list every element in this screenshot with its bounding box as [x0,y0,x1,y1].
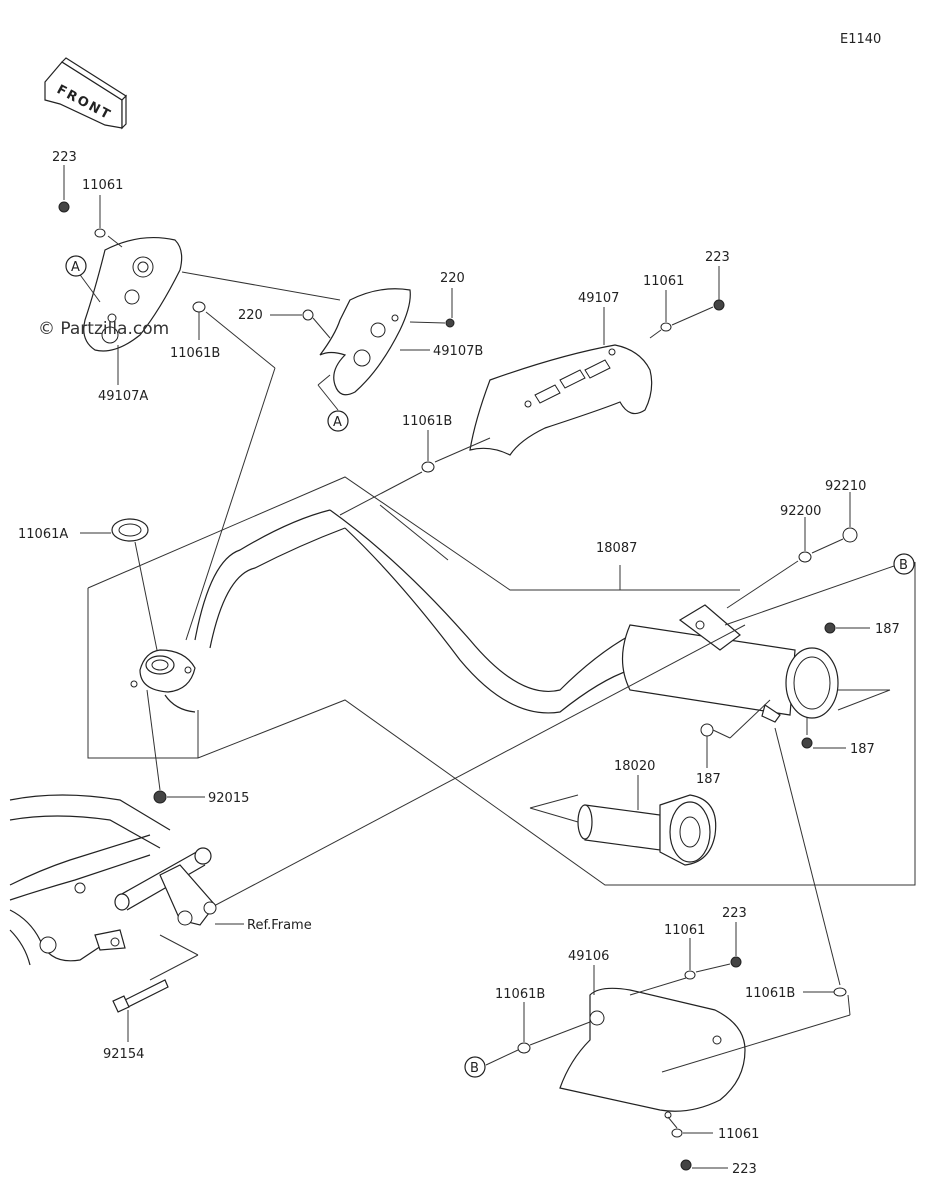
label-223-top: 223 [52,150,77,165]
callout-a-left: A [65,255,87,277]
front-arrow-icon: FRONT [44,57,127,130]
part-223-bolt-top [58,201,70,213]
label-11061B-low: 11061B [495,987,545,1002]
part-220-screw-top [445,318,455,328]
label-92015: 92015 [208,791,249,806]
part-11061B-washer-low [517,1042,531,1054]
label-18087: 18087 [596,541,637,556]
callout-b-bottom: B [464,1056,486,1078]
label-11061-low: 11061 [664,923,705,938]
svg-text:B: B [899,558,908,573]
part-223-bolt-mid [713,299,725,311]
part-220-screw-left [302,309,314,321]
label-ref-frame: Ref.Frame [247,918,312,933]
diagram-code: E1140 [840,32,881,47]
label-49107A: 49107A [98,389,148,404]
label-11061A: 11061A [18,527,68,542]
part-18020-spark-arrester [577,794,717,866]
label-223-mid: 223 [705,250,730,265]
label-220-top: 220 [440,271,465,286]
part-11061B-washer-mid [421,461,435,473]
label-11061-mid: 11061 [643,274,684,289]
label-223-bottom: 223 [732,1162,757,1177]
part-11061B-washer-right [833,987,847,997]
label-187-a: 187 [875,622,900,637]
label-92210: 92210 [825,479,866,494]
part-187-bolt-c [700,723,714,737]
label-11061B-left: 11061B [170,346,220,361]
part-92154-bolt [112,979,169,1013]
watermark: © Partzilla.com [38,319,169,339]
part-92200-washer [798,551,812,563]
part-49107-heat-guard [469,344,653,456]
label-11061B-mid: 11061B [402,414,452,429]
label-11061B-right: 11061B [745,986,795,1001]
part-223-bolt-bottom [680,1159,692,1171]
label-11061-bottom: 11061 [718,1127,759,1142]
part-187-bolt-a [824,622,836,634]
label-187-b: 187 [850,742,875,757]
label-49106: 49106 [568,949,609,964]
label-11061-top: 11061 [82,178,123,193]
svg-text:A: A [71,260,80,275]
part-49107A-heat-guard [83,236,183,352]
part-muffler [621,604,839,723]
label-49107: 49107 [578,291,619,306]
label-92200: 92200 [780,504,821,519]
label-220-left: 220 [238,308,263,323]
label-18020: 18020 [614,759,655,774]
part-223-bolt-low [730,956,742,968]
svg-text:B: B [470,1061,479,1076]
callout-a-bottom: A [327,410,349,432]
part-11061-washer-bottom [671,1128,683,1138]
part-11061A-gasket [111,518,149,542]
part-11061-washer-low [684,970,696,980]
part-92015-nut [153,790,167,804]
part-18087-exhaust-pipe [130,509,641,714]
part-49106-heat-guard [559,987,746,1119]
part-11061-washer-mid [660,322,672,332]
svg-text:A: A [333,415,342,430]
part-ref-frame [9,794,217,966]
part-11061B-washer-left [192,301,206,313]
label-49107B: 49107B [433,344,483,359]
part-49107B-heat-guard [319,288,411,396]
label-92154: 92154 [103,1047,144,1062]
label-223-low: 223 [722,906,747,921]
part-92210-nut [842,527,858,543]
label-187-c: 187 [696,772,721,787]
part-187-bolt-b [801,737,813,749]
callout-b-right: B [893,553,915,575]
part-11061-washer-top [94,228,106,238]
